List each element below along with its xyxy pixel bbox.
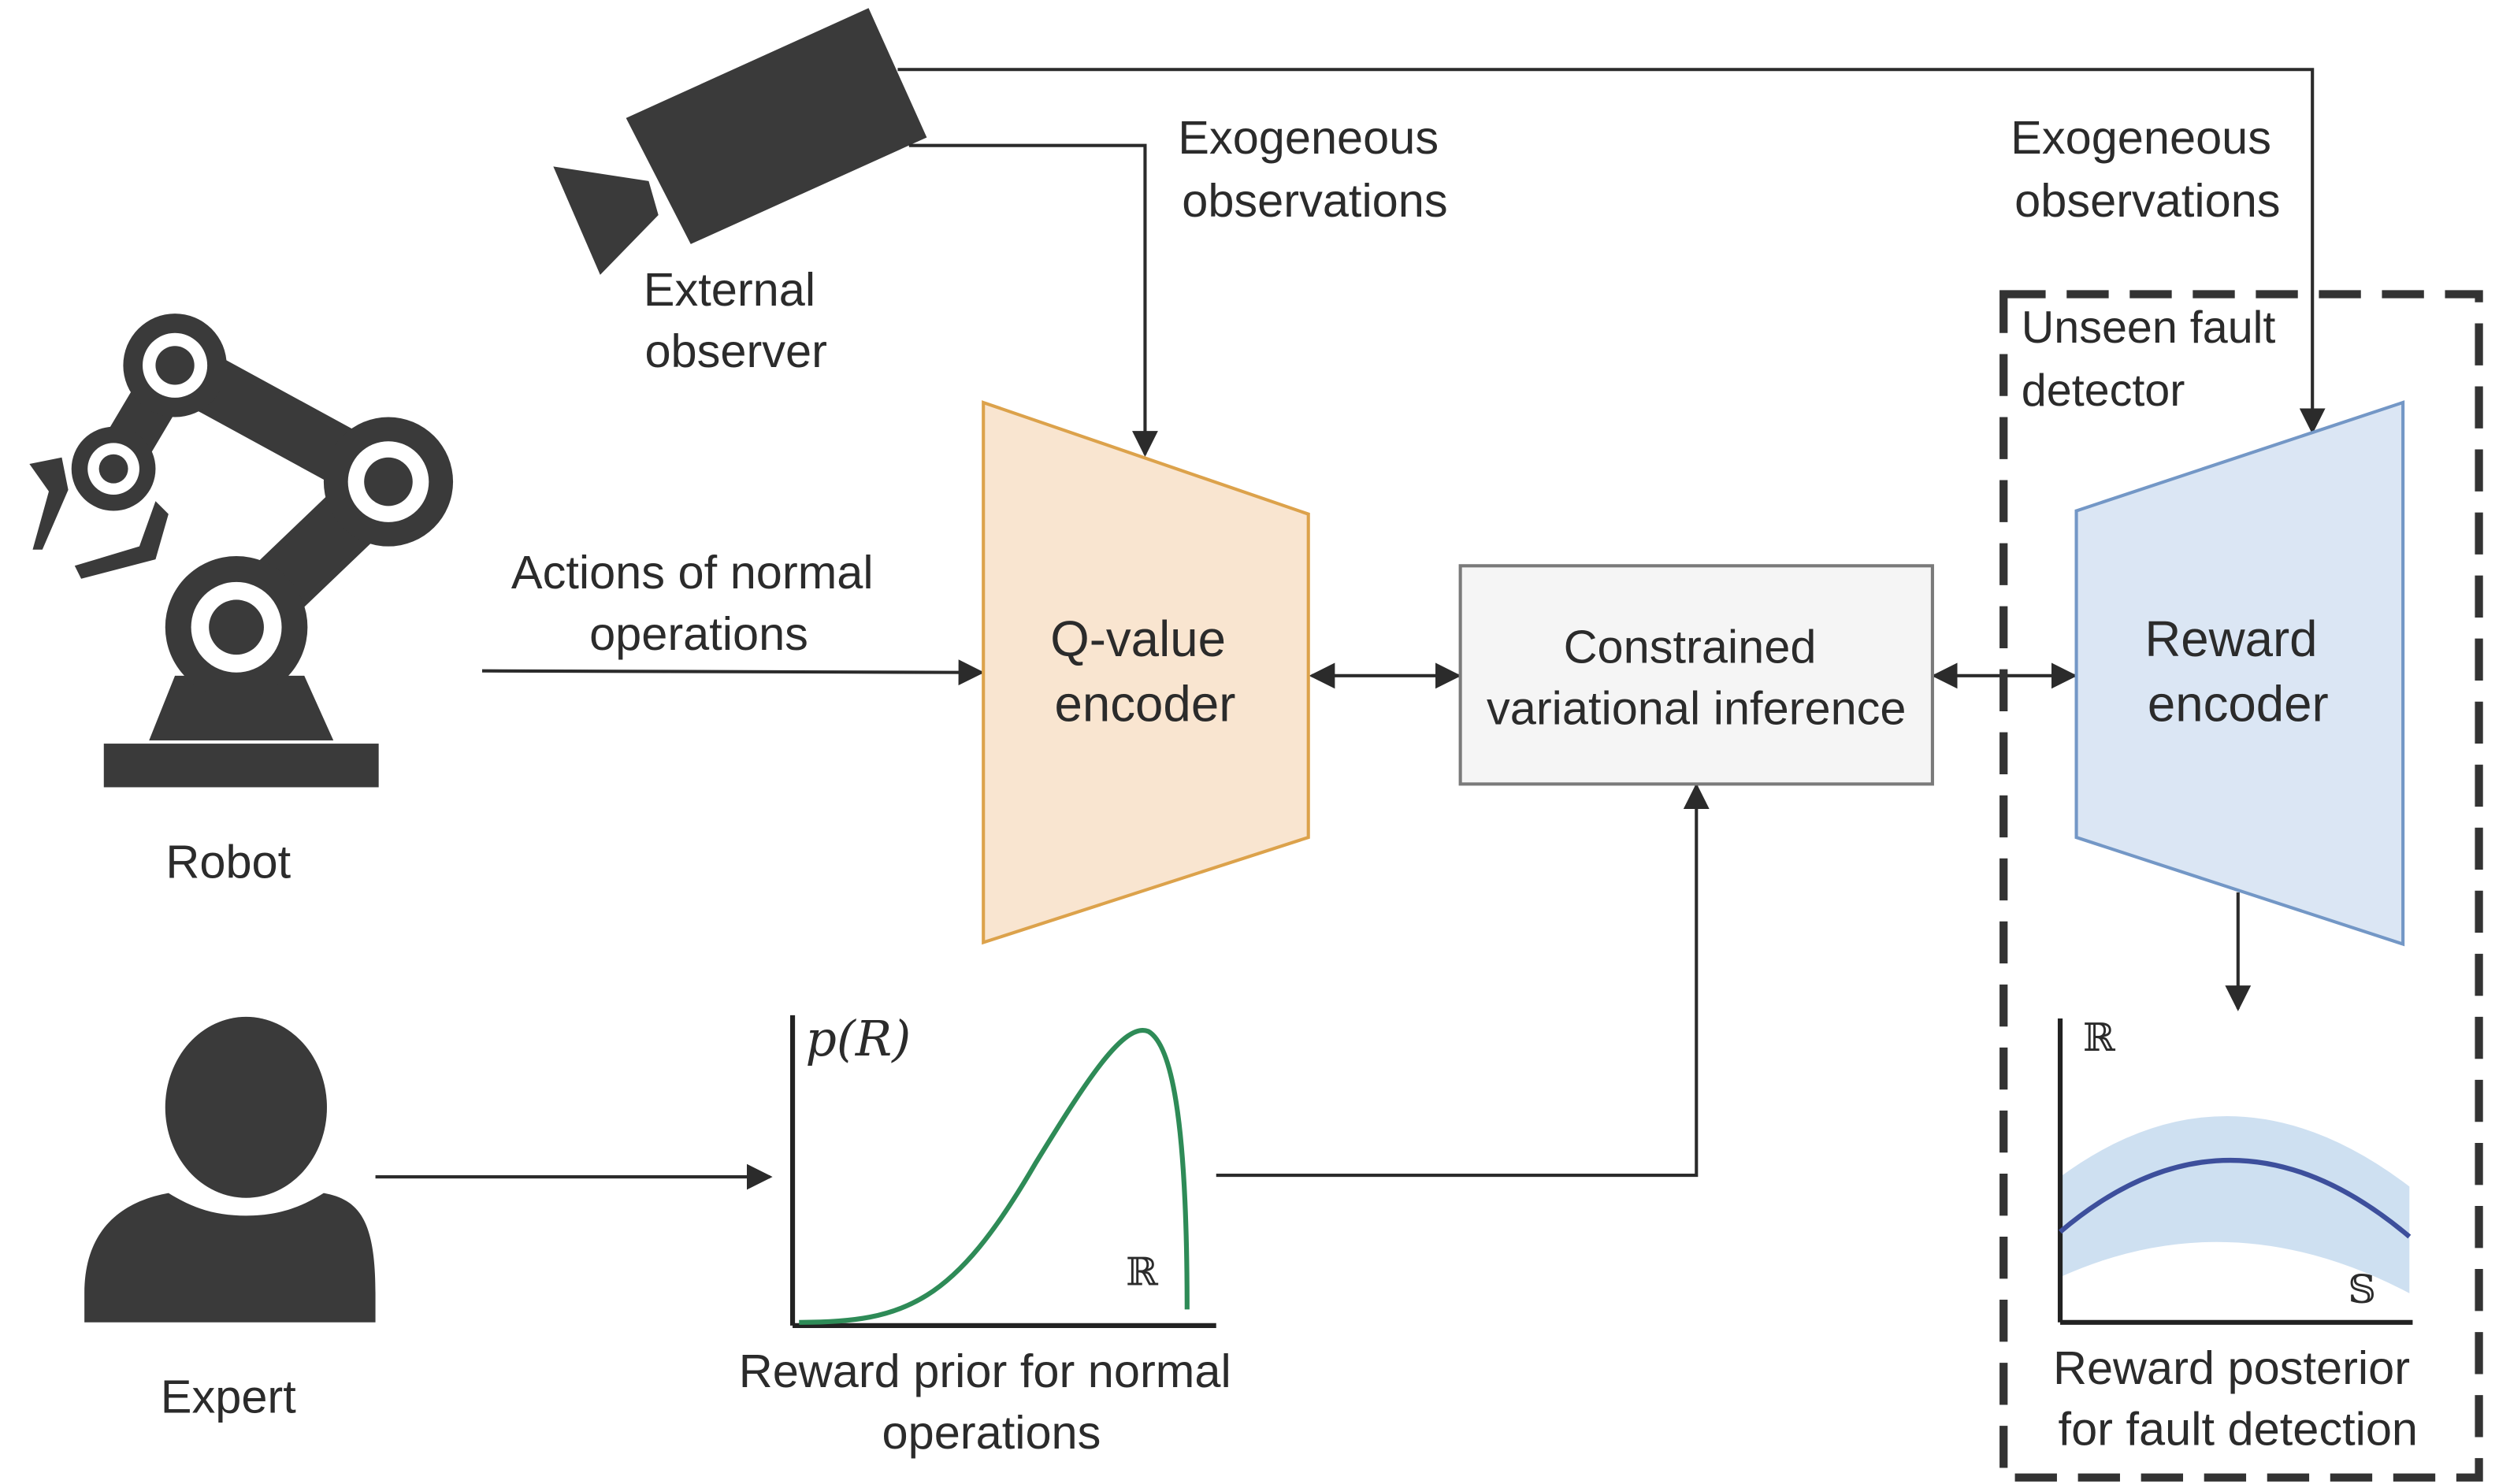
prior-ylabel: p(R) [805,1011,911,1067]
cvi-label: Constrained variational inference [1487,620,1907,734]
actions-label: Actions of normal operations [511,546,886,660]
q-value-encoder: Q-value encoder [982,400,1310,945]
actions-arrow [481,659,985,686]
reward-encoder: Reward encoder [2074,400,2405,947]
posterior-caption: Reward posterior for fault detection [2053,1341,2423,1456]
fault-detector-label: Unseen fault detector [2022,302,2289,416]
posterior-mean-line [2059,1157,2412,1239]
prior-density-curve [799,1027,1190,1325]
cvi-box: Constrained variational inference [1458,564,1934,786]
expert-label: Expert [161,1371,296,1423]
posterior-xlabel: 𝕊 [2348,1267,2376,1312]
robot-arm-icon [29,313,454,788]
exo-obs-right-arrow [897,68,2326,435]
prior-to-cvi-arrow [1216,783,1710,1178]
reward-posterior-plot: ℝ 𝕊 [2057,1015,2413,1325]
external-observer-label: External observer [644,263,829,377]
fault-detector-box [1999,290,2483,1482]
robot-label: Robot [165,835,291,888]
exo-obs-left-label: Exogeneous observations [1178,111,1451,227]
exo-obs-left-arrow [908,143,1158,457]
prior-caption: Reward prior for normal operations [739,1345,1244,1459]
exo-obs-right-label: Exogeneous observations [2011,111,2284,227]
person-icon [84,1016,376,1323]
connectors [375,68,2326,1190]
posterior-ylabel: ℝ [2083,1015,2116,1060]
posterior-uncertainty-band [2060,1115,2410,1293]
q-value-encoder-shape [982,400,1310,945]
reward-encoder-label: Reward encoder [2144,611,2331,732]
reward-encoder-shape [2074,400,2405,947]
reward-prior-plot: p(R) ℝ [789,1011,1216,1328]
q-value-encoder-label: Q-value encoder [1050,611,1239,732]
video-camera-icon [553,8,927,275]
prior-xlabel: ℝ [1126,1249,1159,1295]
